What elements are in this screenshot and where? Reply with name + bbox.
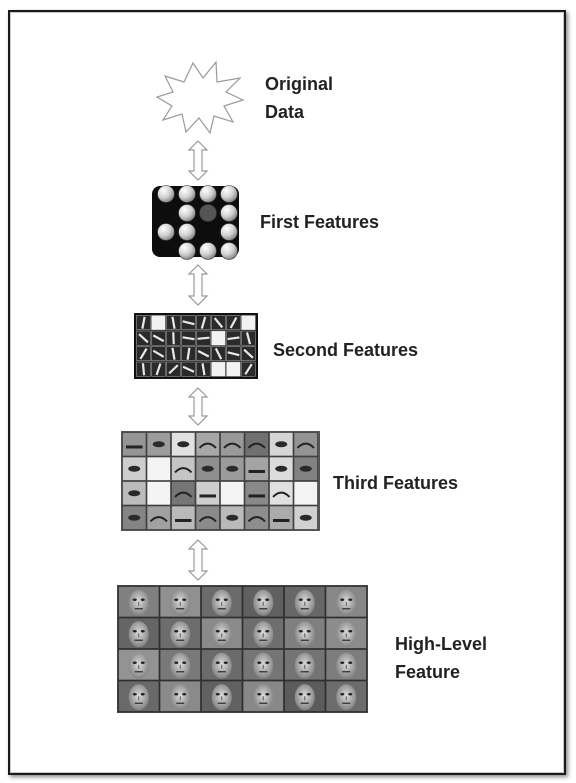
label-line: First Features (260, 212, 380, 232)
label-original-data: Original Data (265, 70, 333, 126)
label-line: High-Level (395, 634, 488, 654)
diagram-inner-border (10, 12, 564, 773)
label-first-features: First Features (260, 208, 379, 236)
label-line: Feature (395, 662, 461, 682)
circle-grid-image (152, 185, 239, 260)
label-line: Second Features (273, 340, 419, 360)
edge-patch-grid-image (134, 313, 258, 379)
face-part-grid-image (121, 431, 320, 531)
label-line: Data (265, 102, 305, 122)
label-third-features: Third Features (333, 469, 458, 497)
double-arrow-vertical-icon (187, 387, 209, 426)
double-arrow-vertical-icon (187, 140, 209, 181)
double-arrow-vertical-icon (187, 264, 209, 306)
label-line: Third Features (333, 473, 459, 493)
label-second-features: Second Features (273, 336, 418, 364)
double-arrow-vertical-icon (187, 539, 209, 581)
starburst-icon (155, 60, 245, 135)
face-grid-image (117, 585, 368, 713)
label-line: Original (265, 74, 334, 94)
label-high-level-feature: High-Level Feature (395, 630, 487, 686)
